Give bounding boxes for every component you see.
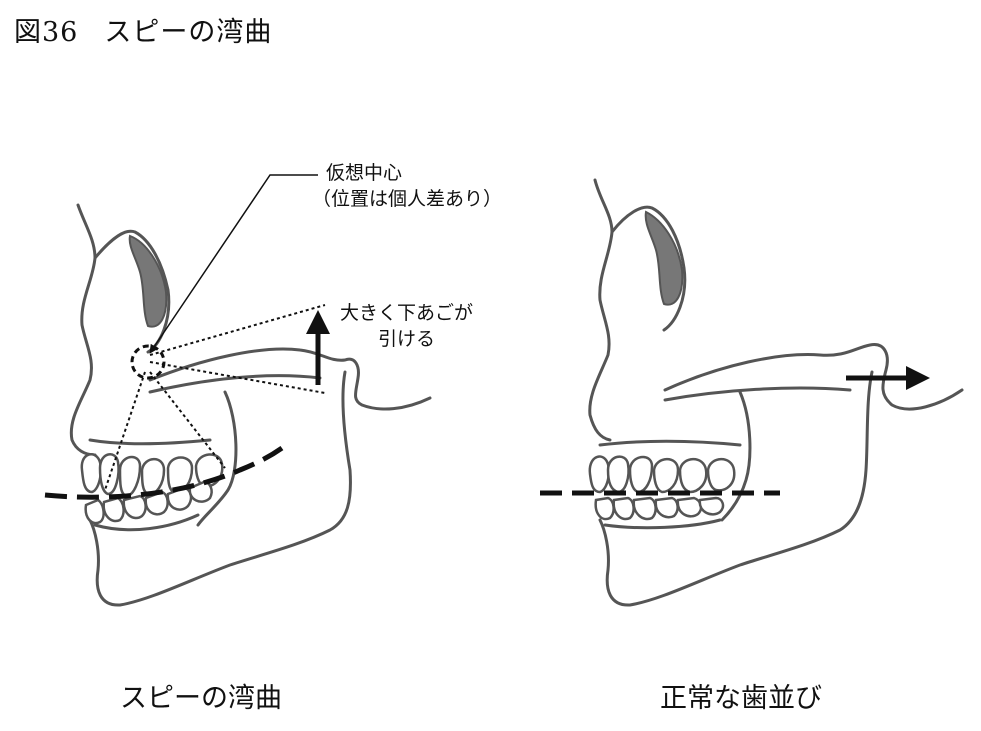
left-zygomatic-lower (148, 374, 322, 394)
virtual-center-note: （位置は個人差あり） (312, 188, 503, 210)
right-face-profile (588, 178, 614, 442)
right-zygomatic-lower (663, 386, 852, 402)
virtual-center-leader (149, 174, 318, 354)
right-eye-socket (644, 210, 684, 306)
right-upper-jaw (598, 439, 742, 447)
left-upper-jaw (88, 438, 212, 446)
right-coronoid (720, 390, 752, 522)
figure-title: 図36 スピーの湾曲 (14, 10, 272, 49)
left-zygomatic-arch (148, 347, 432, 411)
right-upper-teeth (588, 455, 736, 494)
left-coronoid (196, 390, 238, 527)
left-eye-socket (128, 234, 168, 328)
virtual-center-label: 仮想中心 （位置は個人差あり） (312, 160, 502, 212)
right-skull (588, 178, 964, 607)
left-ramus (88, 370, 352, 607)
jaw-pull-line1: 大きく下あごが (340, 302, 474, 324)
figure-title-text: スピーの湾曲 (104, 17, 273, 48)
right-mandible-inner (603, 518, 722, 530)
jaw-pull-label: 大きく下あごが 引ける (340, 300, 473, 352)
left-curve-of-spee (44, 445, 284, 500)
right-zygomatic-arch (663, 343, 964, 411)
right-orbit-upper (610, 205, 687, 332)
right-ramus (598, 370, 874, 607)
left-face-profile (69, 203, 97, 457)
left-orbit-upper (93, 229, 171, 354)
jaw-pull-arrow (306, 310, 330, 385)
virtual-center-title: 仮想中心 (326, 162, 403, 184)
left-skull (69, 203, 432, 607)
right-panel-caption: 正常な歯並び (660, 683, 822, 714)
left-mandible-inner (93, 513, 200, 532)
figure-number: 図36 (14, 17, 79, 48)
left-lower-teeth (84, 480, 213, 525)
right-lower-teeth (594, 496, 725, 521)
jaw-pull-line2: 引ける (378, 328, 436, 350)
virtual-center-circle (130, 344, 166, 380)
left-guide-lines (104, 304, 326, 491)
left-panel-caption: スピーの湾曲 (120, 683, 282, 714)
forward-arrow (846, 366, 930, 390)
